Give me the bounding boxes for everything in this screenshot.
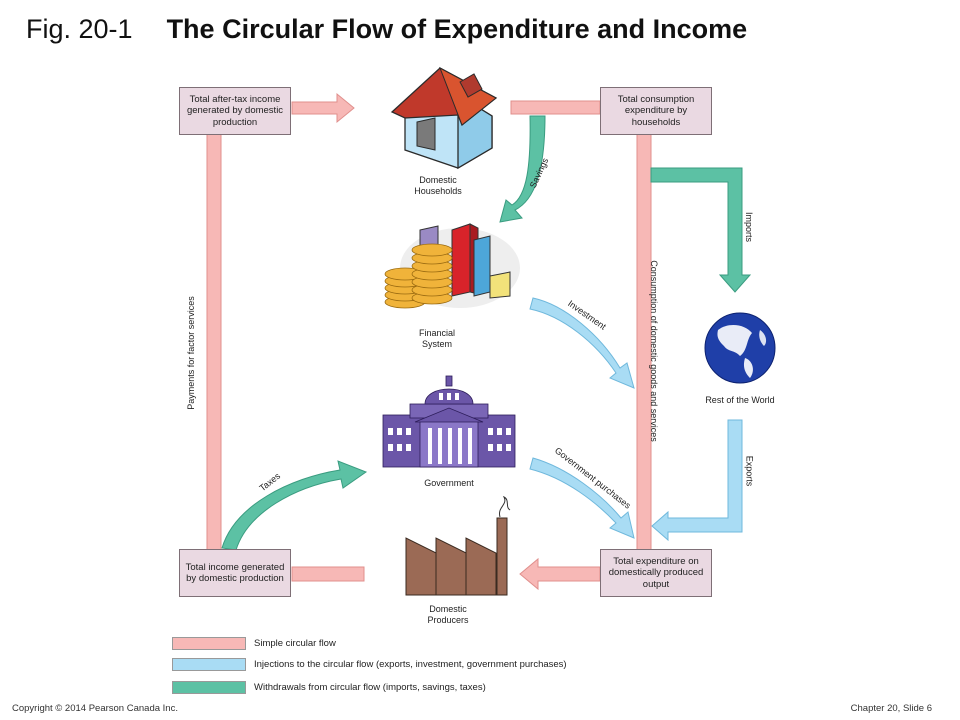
financial-system-icon: [384, 223, 520, 309]
legend-swatch-simple: [172, 637, 246, 650]
injection-arrows: [529, 297, 743, 542]
total-expenditure-box: Total expenditure on domestically produc…: [600, 549, 712, 597]
legend-swatch-injections: [172, 658, 246, 671]
rest-of-world-label: Rest of the World: [705, 395, 775, 405]
slide-number: Chapter 20, Slide 6: [850, 703, 932, 714]
globe-icon: [704, 312, 776, 384]
legend-text-simple: Simple circular flow: [254, 638, 336, 649]
consumption-expenditure-box: Total consumption expenditure by househo…: [600, 87, 712, 135]
domestic-producers-label: Domestic Producers: [427, 604, 469, 625]
imports-label: Imports: [744, 211, 755, 243]
legend-text-injections: Injections to the circular flow (exports…: [254, 659, 567, 670]
copyright-text: Copyright © 2014 Pearson Canada Inc.: [12, 703, 178, 714]
legend-swatch-withdrawals: [172, 681, 246, 694]
government-label: Government: [424, 478, 474, 488]
exports-arrow: [651, 419, 743, 542]
house-icon: [390, 66, 498, 170]
withdrawal-arrows: [221, 115, 752, 551]
consumption-goods-label: Consumption of domestic goods and servic…: [648, 260, 659, 442]
taxes-arrow: [221, 460, 368, 551]
simple-flow-arrows: [206, 92, 652, 591]
figure-number: Fig. 20-1: [26, 14, 133, 44]
figure-title: The Circular Flow of Expenditure and Inc…: [166, 14, 748, 44]
households-label: Domestic Households: [414, 175, 462, 196]
factory-icon: [405, 495, 511, 596]
investment-arrow: [529, 297, 635, 389]
page-title: Fig. 20-1 The Circular Flow of Expenditur…: [26, 14, 747, 45]
legend-text-withdrawals: Withdrawals from circular flow (imports,…: [254, 682, 486, 693]
savings-arrow: [499, 115, 546, 223]
factor-payments-label: Payments for factor services: [185, 296, 196, 410]
after-tax-income-box: Total after-tax income generated by dome…: [179, 87, 291, 135]
government-icon: [382, 375, 516, 468]
exports-label: Exports: [744, 455, 755, 487]
expenditure-to-producers-arrow: [519, 557, 601, 591]
government-purchases-arrow: [529, 457, 635, 539]
imports-arrow: [650, 167, 752, 293]
factor-payments-bar: [206, 133, 222, 551]
total-income-box: Total income generated by domestic produ…: [179, 549, 291, 597]
income-to-households-arrow: [291, 92, 355, 124]
financial-system-label: Financial System: [418, 328, 456, 349]
producers-income-bar: [291, 566, 365, 582]
households-consumption-bar: [510, 100, 601, 115]
